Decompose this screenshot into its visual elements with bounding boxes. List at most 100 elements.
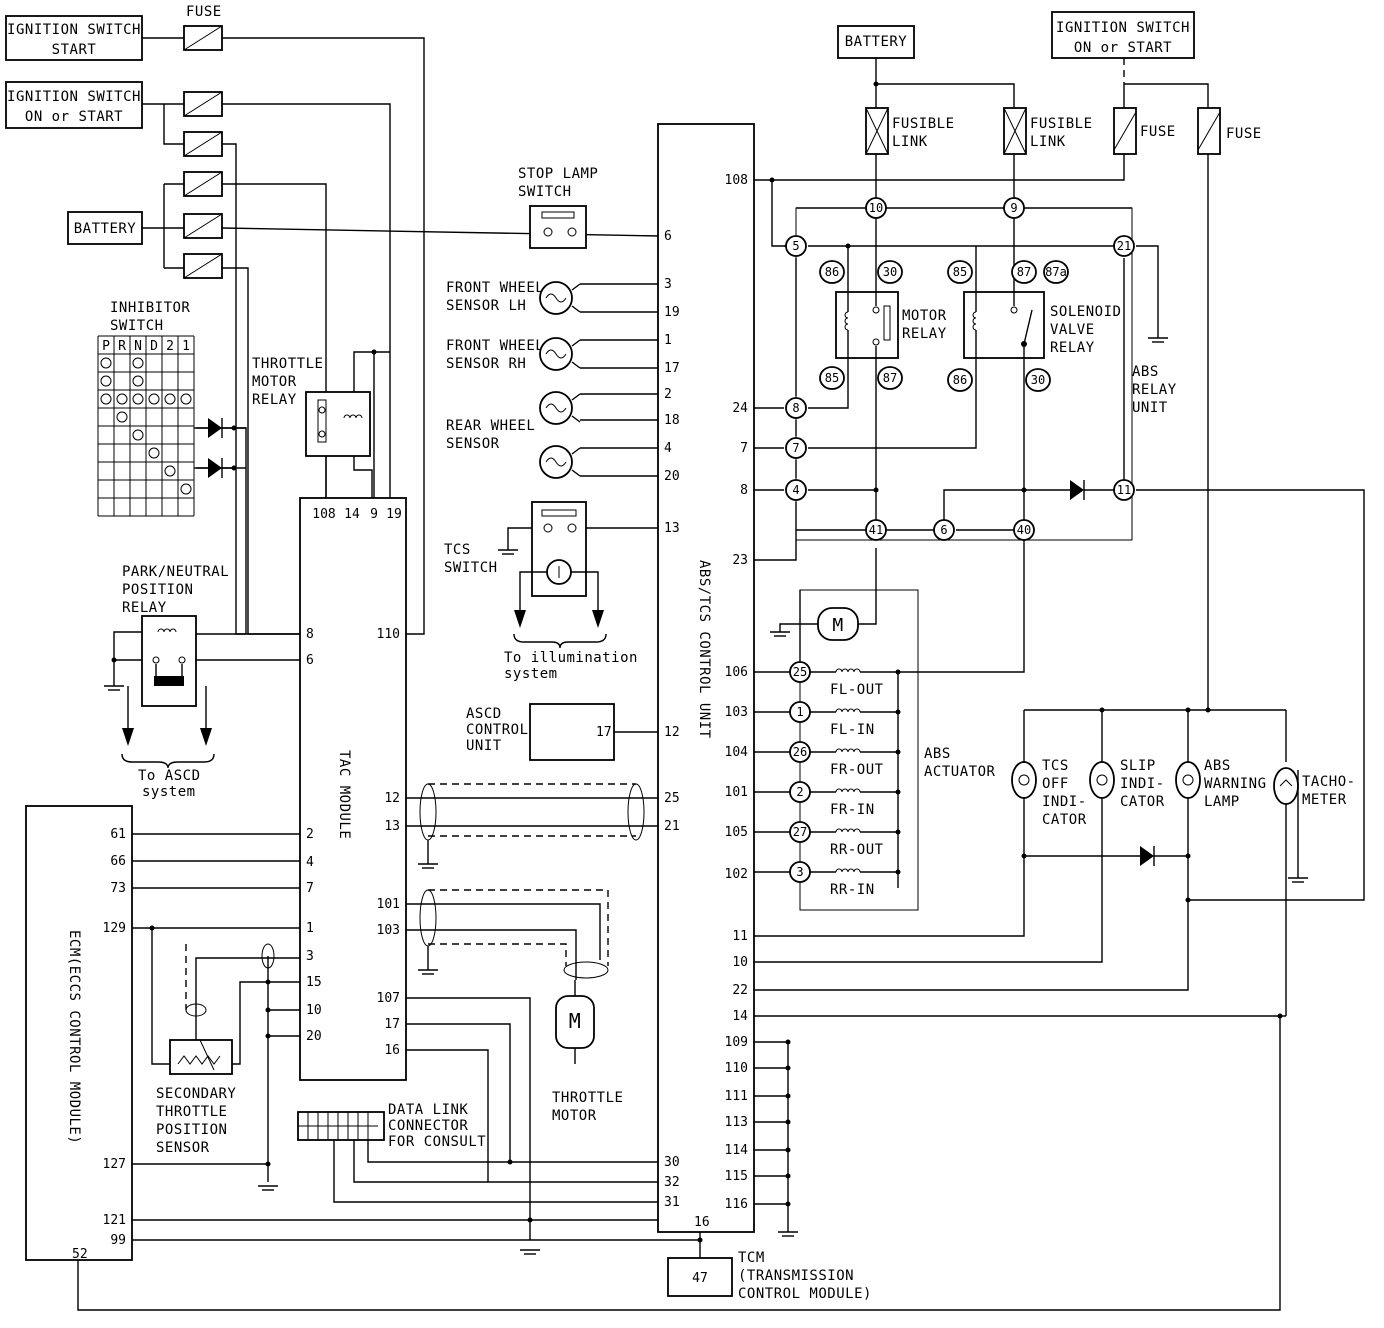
abs-right-pin-label: 11 <box>732 929 748 944</box>
svg-text:TAC MODULE: TAC MODULE <box>336 750 352 839</box>
battery-left-box: BATTERY <box>67 211 143 245</box>
inhibitor-position-label: 1 <box>182 339 190 354</box>
abs-right-pin-label: 10 <box>732 955 748 970</box>
tac-left-pin-label: 6 <box>306 653 314 668</box>
actuator-terminal-number: 2 <box>796 785 803 799</box>
abs-left-pin-label: 31 <box>664 1195 680 1210</box>
svg-text:47: 47 <box>692 1271 708 1286</box>
abs-right-pin-label: 110 <box>725 1061 748 1076</box>
svg-text:SLIP: SLIP <box>1120 758 1156 774</box>
abs-right-pin-label: 14 <box>732 1009 748 1024</box>
abs-left-pin-label: 3 <box>664 277 672 292</box>
svg-text:SENSOR LH: SENSOR LH <box>446 298 526 314</box>
svg-text:SWITCH: SWITCH <box>444 560 498 576</box>
ignition-switch-on-left-box: IGNITION SWITCH ON or START <box>5 81 143 129</box>
ecm-pin-label: 99 <box>110 1233 126 1248</box>
tcs-switch: TCS SWITCH To illumination system <box>444 501 660 682</box>
actuator-terminal-number: 3 <box>796 865 803 879</box>
actuator-coil-label: FL-OUT <box>830 682 884 698</box>
svg-text:ABS/TCS CONTROL UNIT: ABS/TCS CONTROL UNIT <box>696 560 712 739</box>
svg-text:LAMP: LAMP <box>1204 794 1240 810</box>
ecm-pin-label: 66 <box>110 854 126 869</box>
svg-text:IGNITION SWITCH: IGNITION SWITCH <box>7 89 141 105</box>
abs-right-pin-label: 105 <box>725 825 748 840</box>
svg-text:SWITCH: SWITCH <box>518 184 572 200</box>
tac-right-pin-label: 101 <box>377 897 400 912</box>
svg-text:INHIBITOR: INHIBITOR <box>110 300 190 316</box>
abs-left-pin-label: 30 <box>664 1155 680 1170</box>
svg-text:RELAY: RELAY <box>902 326 947 342</box>
tac-right-pin-label: 12 <box>384 791 400 806</box>
throttle-motor-wiring: M THROTTLE MOTOR <box>406 889 660 1255</box>
svg-text:THROTTLE: THROTTLE <box>252 356 323 372</box>
abs-right-pin-label: 104 <box>725 745 749 760</box>
svg-text:RELAY: RELAY <box>122 600 167 616</box>
relay-terminal-number: 8 <box>792 401 799 415</box>
svg-text:BATTERY: BATTERY <box>845 34 908 50</box>
relay-terminal-number: 4 <box>792 483 799 497</box>
tac-left-pin-label: 4 <box>306 855 314 870</box>
svg-text:ACTUATOR: ACTUATOR <box>924 764 996 780</box>
relay-pin-tag: 30 <box>1031 373 1045 387</box>
abs-right-pin-label: 24 <box>732 401 748 416</box>
relay-pin-tag: 86 <box>953 373 967 387</box>
svg-text:INDI-: INDI- <box>1042 794 1087 810</box>
svg-text:FRONT WHEEL: FRONT WHEEL <box>446 280 544 296</box>
abs-right-pin-label: 109 <box>725 1035 748 1050</box>
relay-terminal-number: 41 <box>869 523 883 537</box>
svg-text:VALVE: VALVE <box>1050 322 1095 338</box>
svg-text:SOLENOID: SOLENOID <box>1050 304 1121 320</box>
abs-actuator: ABS ACTUATOR M 25FL-OUT1FL-IN26FR-OUT2FR… <box>754 540 1025 911</box>
svg-text:INDI-: INDI- <box>1120 776 1165 792</box>
abs-right-pin-label: 22 <box>732 983 748 998</box>
svg-text:CONNECTOR: CONNECTOR <box>388 1118 468 1134</box>
abs-left-pin-label: 13 <box>664 521 680 536</box>
svg-text:system: system <box>504 666 558 682</box>
ground-bus <box>778 1042 798 1237</box>
relay-terminal-number: 11 <box>1117 483 1131 497</box>
tac-top-pin-label: 108 <box>312 507 335 522</box>
svg-text:SENSOR: SENSOR <box>156 1140 210 1156</box>
tac-right-pin-label: 107 <box>377 991 400 1006</box>
park-neutral-relay: PARK/NEUTRAL POSITION RELAY To ASCD syst… <box>104 564 300 800</box>
tac-left-pin-label: 20 <box>306 1029 322 1044</box>
abs-right-pin-label: 101 <box>725 785 748 800</box>
abs-left-pin-label: 19 <box>664 305 680 320</box>
svg-text:DATA LINK: DATA LINK <box>388 1102 468 1118</box>
svg-text:FUSIBLE: FUSIBLE <box>892 116 955 132</box>
tac-right-pin-label: 17 <box>384 1017 400 1032</box>
abs-left-pin-label: 18 <box>664 413 680 428</box>
svg-text:ASCD: ASCD <box>466 706 502 722</box>
relay-pin-tag: 86 <box>825 265 839 279</box>
indicator-lamps: TCS OFF INDI- CATOR SLIP INDI- CATOR ABS… <box>754 707 1355 1019</box>
svg-text:TCM: TCM <box>738 1250 765 1266</box>
svg-text:SENSOR RH: SENSOR RH <box>446 356 526 372</box>
abs-left-pin-label: 20 <box>664 469 680 484</box>
relay-terminal-number: 21 <box>1117 239 1131 253</box>
svg-text:POSITION: POSITION <box>122 582 193 598</box>
actuator-terminal-number: 1 <box>796 705 803 719</box>
abs-left-pin-label: 25 <box>664 791 680 806</box>
svg-text:RELAY: RELAY <box>252 392 297 408</box>
svg-text:ECM(ECCS CONTROL MODULE): ECM(ECCS CONTROL MODULE) <box>66 930 82 1144</box>
tac-right-pin-label: 13 <box>384 819 400 834</box>
ecm-pin-label: 121 <box>103 1213 126 1228</box>
relay-terminal-number: 6 <box>940 523 947 537</box>
svg-text:FUSE: FUSE <box>1140 124 1176 140</box>
abs-right-pin-label: 8 <box>740 483 748 498</box>
svg-text:M: M <box>569 1009 582 1033</box>
relay-pin-tag: 30 <box>883 265 897 279</box>
left-power-wires <box>142 37 661 635</box>
secondary-throttle-position-sensor: SECONDARY THROTTLE POSITION SENSOR <box>156 1039 236 1156</box>
ascd-control-unit: ASCD CONTROL UNIT 17 <box>466 703 660 761</box>
svg-text:UNIT: UNIT <box>466 738 502 754</box>
inhibitor-diodes <box>208 418 246 478</box>
svg-text:ON or START: ON or START <box>1074 40 1172 56</box>
throttle-motor-relay: THROTTLE MOTOR RELAY <box>252 349 390 498</box>
tac-top-pin-label: 19 <box>386 507 402 522</box>
svg-text:(TRANSMISSION: (TRANSMISSION <box>738 1268 854 1284</box>
svg-text:REAR WHEEL: REAR WHEEL <box>446 418 535 434</box>
actuator-coil-label: RR-OUT <box>830 842 884 858</box>
